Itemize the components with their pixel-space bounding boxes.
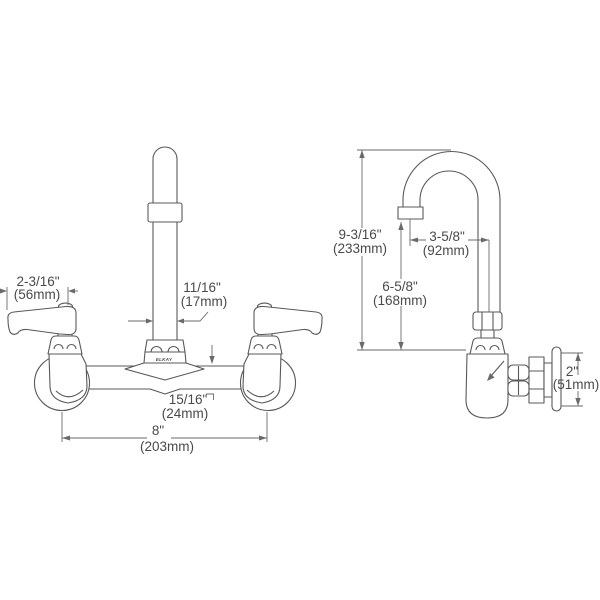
dim-spout-height-in: 6-5/8": [382, 279, 418, 294]
flange-stem: [543, 362, 553, 398]
dim-spout-reach: 3-5/8" (92mm): [409, 219, 489, 258]
handle-assembly: [7, 302, 91, 412]
dim-flange-in: 2": [566, 364, 579, 379]
dim-flange-mm: (51mm): [553, 377, 600, 392]
dim-handle-length-mm: (56mm): [14, 287, 61, 302]
wall-nut: [528, 356, 545, 404]
flow-arrow-head: [487, 373, 495, 381]
dim-spout-height-mm: (168mm): [373, 293, 427, 308]
dim-body-mm: (24mm): [162, 406, 209, 421]
riser-collar: [147, 202, 183, 223]
wall-nut-facets: [529, 370, 544, 390]
side-view: 9-3/16" (233mm) 6-5/8" (168mm) 3-5/8" (9…: [333, 149, 600, 419]
dim-flange-diameter: 2" (51mm): [553, 352, 600, 407]
dim-reach-mm: (92mm): [423, 243, 470, 258]
dim-overall-height: 9-3/16" (233mm): [333, 149, 451, 350]
hub-scallops: [150, 346, 180, 353]
flow-arrow-shaft: [490, 360, 505, 377]
dim-spout-height: 6-5/8" (168mm): [373, 222, 427, 350]
dim-reach-in: 3-5/8": [429, 229, 465, 244]
elbow-stem: [480, 329, 495, 339]
center-hub: ELKAY: [124, 339, 205, 381]
lever-handle: [7, 305, 77, 336]
dim-handle-length-in: 2-3/16": [16, 274, 59, 289]
front-view: ELKAY 2-3/16" (56mm): [0, 146, 323, 454]
bonnet: [47, 335, 83, 355]
dim-riser-mm: (17mm): [181, 294, 228, 309]
inlet-elbow: [48, 353, 88, 404]
dim-centers-mm: (203mm): [140, 439, 194, 454]
hub-flare: [124, 351, 205, 381]
dim-handle-length: 2-3/16" (56mm): [0, 274, 78, 310]
dim-centers-in: 8": [152, 423, 165, 438]
gooseneck-spout: [402, 151, 501, 315]
dim-height-in: 9-3/16": [338, 227, 381, 242]
elbow-body: [465, 353, 509, 419]
wall-elbow-assembly: [465, 311, 562, 419]
dim-inlet-centers: 8" (203mm): [61, 412, 268, 454]
dim-body-thickness: 15/16" (24mm): [162, 345, 215, 421]
elbow-bonnet: [469, 337, 506, 355]
handle-assembly-right: [239, 302, 323, 412]
aerator: [397, 206, 424, 220]
wall-flange: [551, 346, 562, 412]
dim-riser-in: 11/16": [183, 280, 221, 295]
dim-body-in: 15/16": [169, 392, 208, 407]
coupling-nut: [472, 311, 503, 331]
dim-height-mm: (233mm): [333, 241, 387, 256]
brand-logo: ELKAY: [156, 357, 173, 362]
bonnet-scallops: [53, 343, 77, 350]
coupling-nut-facets: [481, 312, 494, 330]
inlet-elbow-arc: [55, 389, 84, 398]
dim-riser-diameter: 11/16" (17mm): [128, 280, 227, 324]
riser-tube: [152, 146, 178, 341]
elbow-bonnet-scallops: [475, 344, 500, 351]
